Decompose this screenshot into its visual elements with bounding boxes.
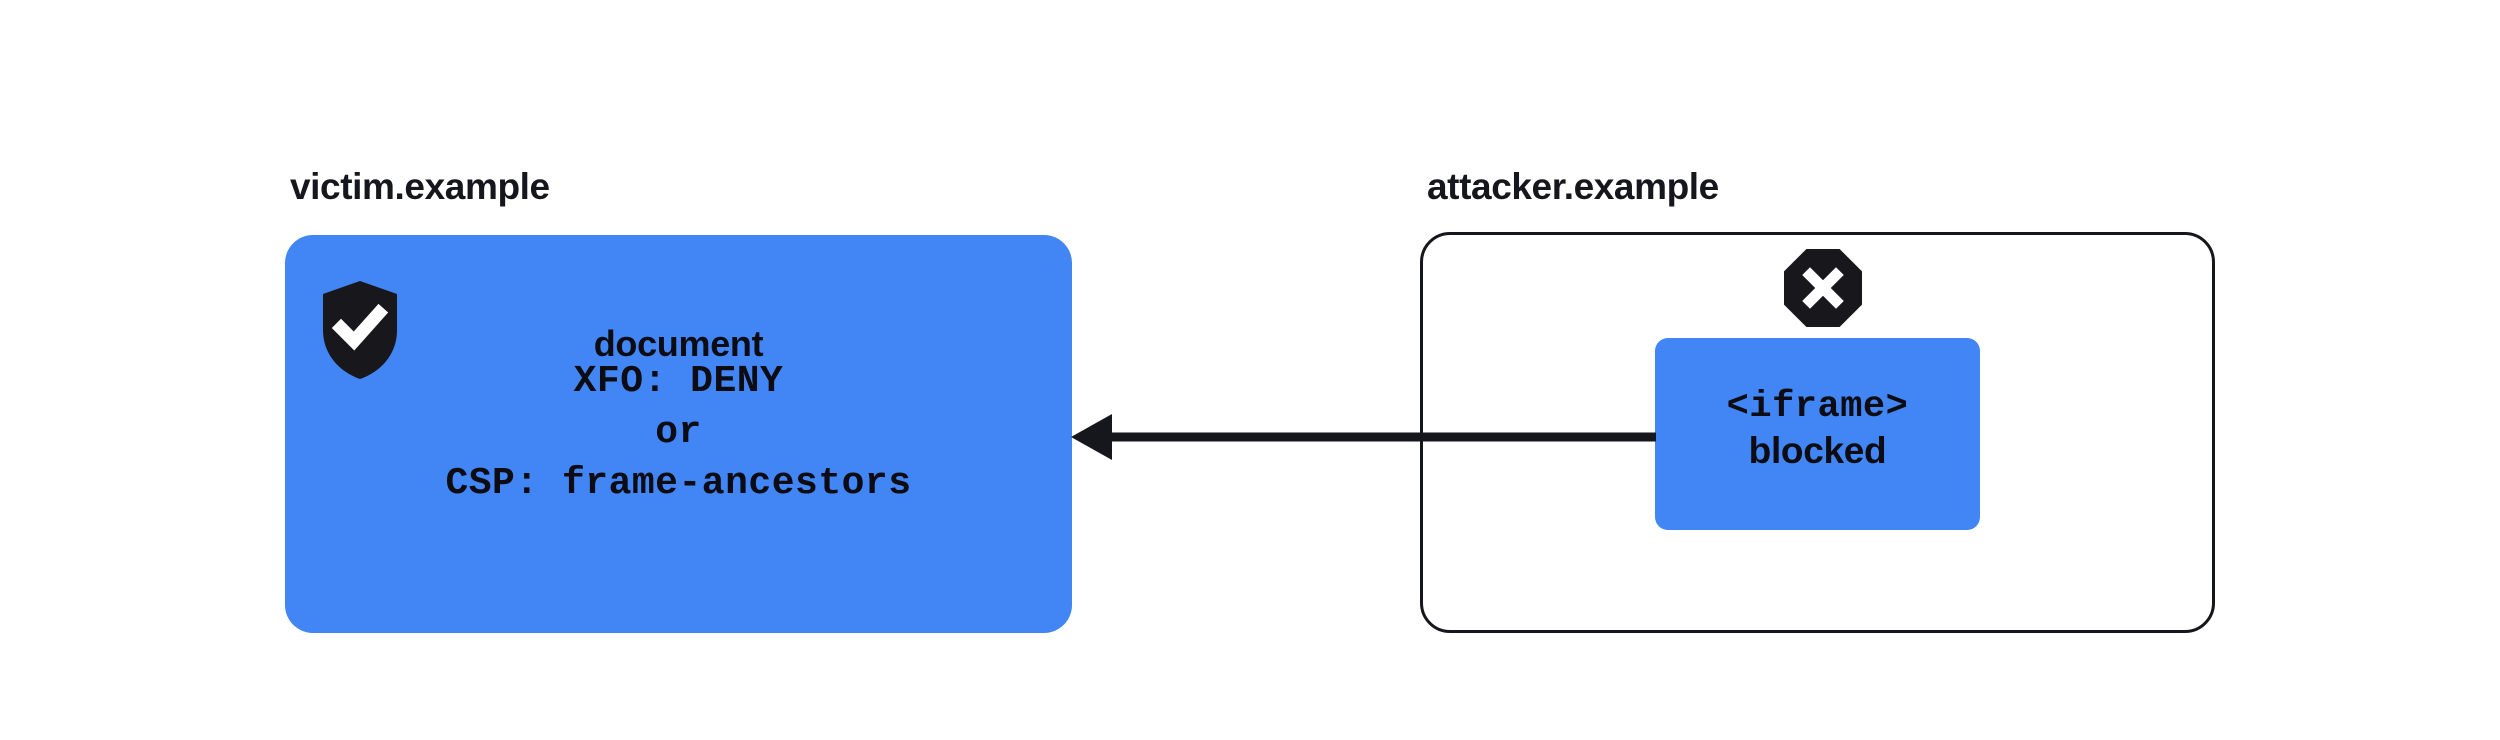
blocked-framing-arrow bbox=[1060, 405, 1670, 469]
victim-document-panel bbox=[285, 235, 1072, 633]
iframe-status-label: blocked bbox=[1748, 430, 1887, 471]
victim-line-csp: CSP: frame-ancestors bbox=[445, 462, 912, 505]
victim-line-document: document bbox=[593, 323, 764, 364]
victim-origin-label: victim.example bbox=[290, 166, 550, 207]
octagon-x-icon bbox=[1783, 248, 1863, 328]
attacker-iframe-chip bbox=[1655, 338, 1980, 530]
victim-policy-text: document XFO: DENY or CSP: frame-ancesto… bbox=[285, 325, 1072, 503]
iframe-tag-label: <iframe> bbox=[1726, 386, 1909, 428]
attacker-origin-label: attacker.example bbox=[1427, 166, 1719, 207]
victim-line-or: or bbox=[655, 411, 702, 454]
shield-check-icon bbox=[322, 280, 398, 380]
victim-line-xfo: XFO: DENY bbox=[573, 360, 784, 403]
attacker-iframe-text: <iframe> blocked bbox=[1655, 387, 1980, 471]
